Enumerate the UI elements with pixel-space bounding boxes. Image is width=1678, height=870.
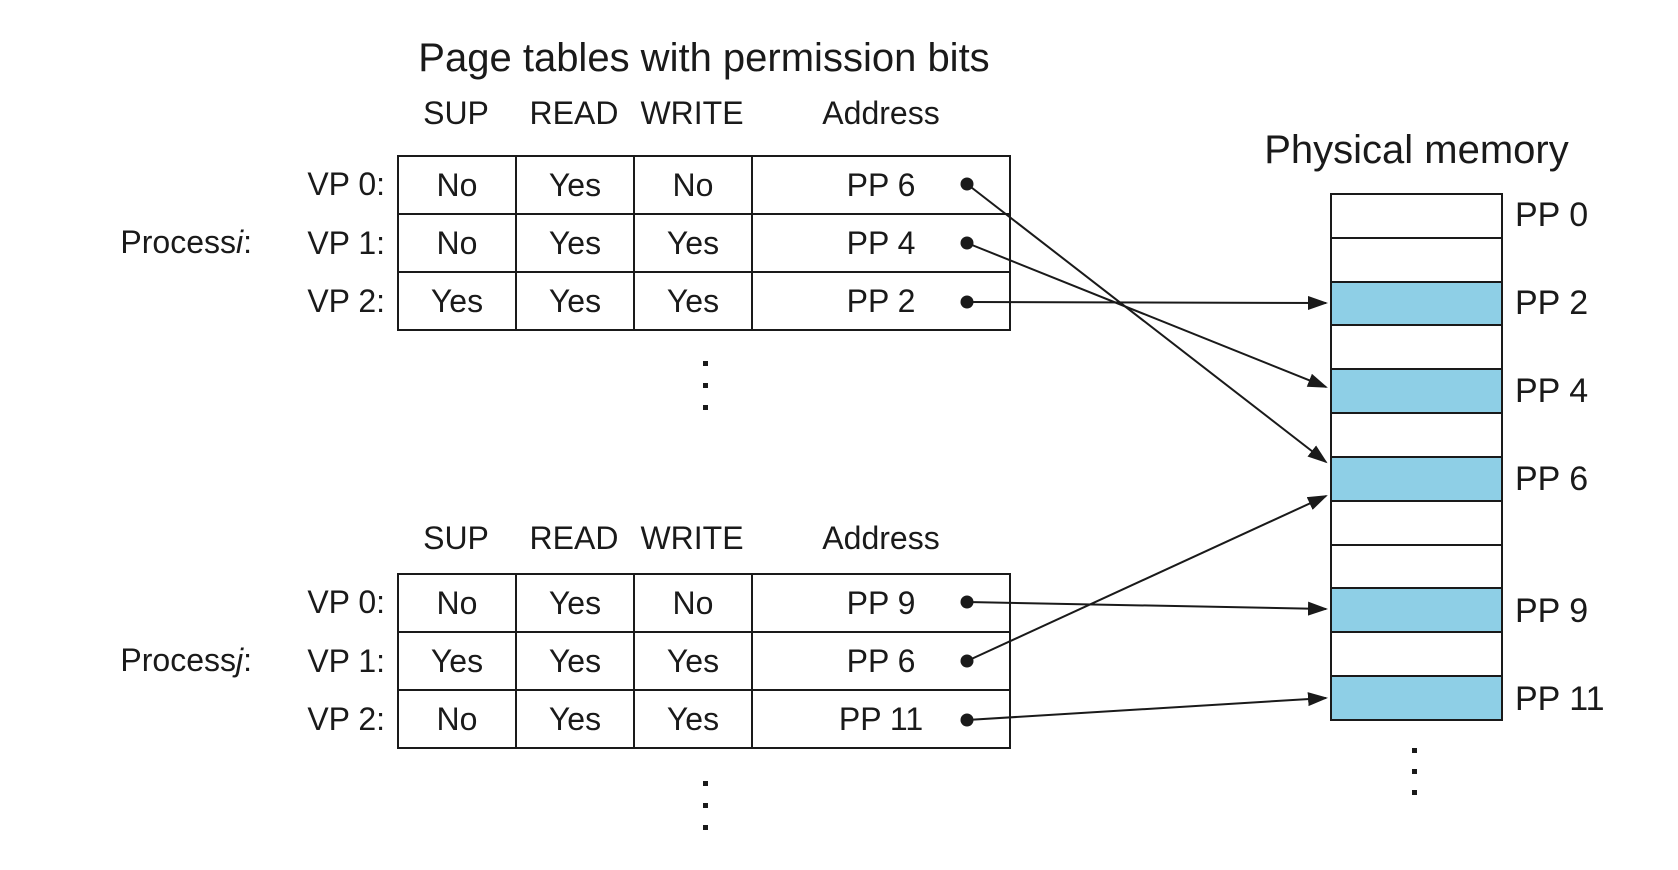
- pp0-label: PP 0: [1515, 195, 1589, 234]
- physical-memory-stack: [1330, 193, 1503, 721]
- process-i-label-id: i: [236, 224, 244, 260]
- vp-label-i-1: VP 1:: [307, 225, 385, 261]
- memory-slot-pp0: [1332, 195, 1501, 239]
- cell-i-vp1-write: Yes: [635, 215, 753, 271]
- table-row: No Yes Yes PP 11: [399, 691, 1009, 747]
- process-j-label-id: j: [236, 642, 244, 678]
- table-row: No Yes Yes PP 4: [399, 215, 1009, 273]
- cell-i-vp0-read: Yes: [517, 157, 635, 213]
- process-j-label: Process j:: [40, 631, 252, 690]
- column-header-read-j: READ: [529, 519, 619, 556]
- ellipsis-process-j: [703, 781, 708, 830]
- memory-slot-pp9: [1332, 589, 1501, 634]
- ellipsis-dot: [1412, 790, 1417, 795]
- memory-slot-pp3: [1332, 326, 1501, 371]
- cell-i-vp0-sup: No: [399, 157, 517, 213]
- column-header-address-j: Address: [822, 519, 940, 556]
- vp-label-j-2: VP 2:: [307, 701, 385, 737]
- cell-j-vp0-sup: No: [399, 575, 517, 631]
- table-row: No Yes No PP 6: [399, 157, 1009, 215]
- memory-slot-pp1: [1332, 238, 1501, 283]
- cell-i-vp2-address: PP 2: [846, 282, 916, 319]
- physical-memory-title: Physical memory: [1264, 127, 1569, 172]
- cell-j-vp0-write: No: [635, 575, 753, 631]
- arrow-j-vp2-to-pp11: [966, 692, 1328, 721]
- vp-label-i-0: VP 0:: [307, 166, 385, 202]
- process-j-label-prefix: Process: [120, 642, 236, 678]
- cell-i-vp2-write: Yes: [635, 273, 753, 329]
- memory-slot-pp10: [1332, 633, 1501, 678]
- pp11-label: PP 11: [1515, 679, 1605, 718]
- memory-slot-pp2: [1332, 282, 1501, 327]
- vp-label-j-0: VP 0:: [307, 584, 385, 620]
- ellipsis-dot: [1412, 769, 1417, 774]
- cell-j-vp0-read: Yes: [517, 575, 635, 631]
- pp2-label: PP 2: [1515, 283, 1589, 322]
- cell-i-vp1-sup: No: [399, 215, 517, 271]
- pp9-label: PP 9: [1515, 591, 1589, 630]
- cell-j-vp1-address: PP 6: [846, 642, 916, 679]
- ellipsis-dot: [703, 361, 708, 366]
- ellipsis-dot: [703, 781, 708, 786]
- cell-j-vp2-read: Yes: [517, 691, 635, 747]
- diagram-title: Page tables with permission bits: [418, 35, 990, 80]
- memory-slot-pp7: [1332, 501, 1501, 546]
- ellipsis-dot: [703, 383, 708, 388]
- column-header-read-i: READ: [529, 94, 619, 131]
- table-row: Yes Yes Yes PP 6: [399, 633, 1009, 691]
- memory-slot-pp6: [1332, 457, 1501, 502]
- pp4-label: PP 4: [1515, 371, 1589, 410]
- cell-i-vp0-address: PP 6: [846, 166, 916, 203]
- table-row: No Yes No PP 9: [399, 575, 1009, 633]
- column-header-sup-j: SUP: [423, 519, 489, 556]
- ellipsis-dot: [703, 825, 708, 830]
- memory-slot-pp11: [1332, 677, 1501, 719]
- column-header-address-i: Address: [822, 94, 940, 131]
- memory-slot-pp5: [1332, 414, 1501, 458]
- process-i-label-prefix: Process: [120, 224, 236, 260]
- cell-i-vp2-sup: Yes: [399, 273, 517, 329]
- arrow-j-vp1-to-pp6: [966, 495, 1328, 662]
- process-i-label: Process i:: [40, 213, 252, 272]
- table-row: Yes Yes Yes PP 2: [399, 273, 1009, 329]
- column-header-write-i: WRITE: [640, 94, 744, 131]
- column-header-write-j: WRITE: [640, 519, 744, 556]
- page-table-process-j: No Yes No PP 9 Yes Yes Yes PP 6 No Yes Y…: [397, 573, 1011, 749]
- vp-label-i-2: VP 2:: [307, 283, 385, 319]
- ellipsis-process-i: [703, 361, 708, 410]
- cell-i-vp0-write: No: [635, 157, 753, 213]
- page-table-process-i: No Yes No PP 6 No Yes Yes PP 4 Yes Yes Y…: [397, 155, 1011, 331]
- vp-label-j-1: VP 1:: [307, 643, 385, 679]
- ellipsis-physical-memory: [1412, 748, 1417, 795]
- cell-j-vp0-address: PP 9: [846, 584, 916, 621]
- memory-slot-pp4: [1332, 370, 1501, 415]
- ellipsis-dot: [703, 405, 708, 410]
- cell-j-vp2-sup: No: [399, 691, 517, 747]
- ellipsis-dot: [1412, 748, 1417, 753]
- cell-j-vp1-read: Yes: [517, 633, 635, 689]
- memory-slot-pp8: [1332, 545, 1501, 590]
- cell-j-vp2-write: Yes: [635, 691, 753, 747]
- arrow-i-vp2-to-pp2: [966, 295, 1328, 310]
- cell-i-vp1-address: PP 4: [846, 224, 916, 261]
- arrow-i-vp0-to-pp6: [966, 183, 1328, 464]
- cell-j-vp2-address: PP 11: [838, 700, 924, 737]
- cell-j-vp1-sup: Yes: [399, 633, 517, 689]
- pp6-label: PP 6: [1515, 459, 1589, 498]
- cell-j-vp1-write: Yes: [635, 633, 753, 689]
- process-i-label-suffix: :: [243, 224, 252, 260]
- process-j-label-suffix: :: [243, 642, 252, 678]
- column-header-sup-i: SUP: [423, 94, 489, 131]
- ellipsis-dot: [703, 803, 708, 808]
- cell-i-vp2-read: Yes: [517, 273, 635, 329]
- cell-i-vp1-read: Yes: [517, 215, 635, 271]
- arrow-j-vp0-to-pp9: [966, 601, 1328, 616]
- arrow-i-vp1-to-pp4: [966, 242, 1328, 388]
